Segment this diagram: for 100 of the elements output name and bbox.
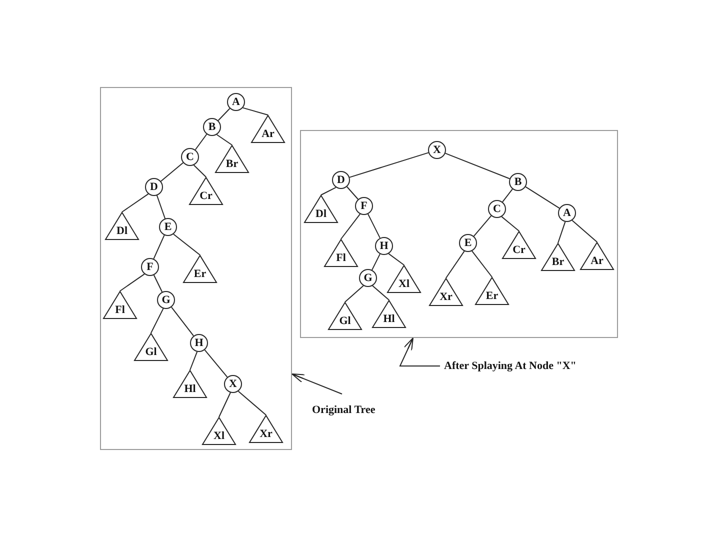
node-label: B (208, 122, 216, 132)
subtree-label: Fl (114, 305, 126, 316)
subtree-triangle (304, 195, 338, 223)
leader-arrow (292, 374, 342, 394)
subtree-label: Ar (590, 256, 604, 267)
panel-frame (100, 87, 292, 450)
tree-branch (216, 134, 232, 146)
subtree-triangle (541, 243, 575, 271)
tree-branch (372, 254, 380, 270)
subtree-triangle (475, 277, 509, 305)
subtree-triangle (103, 291, 137, 319)
tree-node-circle (355, 197, 373, 215)
subtree-triangle (387, 265, 421, 293)
subtree-triangle (189, 177, 223, 205)
node-label: X (229, 378, 237, 390)
tree-branch (193, 164, 206, 178)
subtree-label: Gl (338, 316, 352, 327)
node-label: E (464, 238, 472, 248)
subtree-triangle (429, 278, 463, 306)
node-label: G (162, 294, 170, 306)
node-label: H (194, 338, 204, 348)
subtree-triangle (324, 239, 358, 267)
panel-frame (300, 130, 618, 338)
subtree-triangle (202, 417, 236, 445)
subtree-label: Br (550, 257, 566, 268)
tree-branch (344, 285, 364, 302)
tree-node-circle (227, 93, 245, 111)
tree-node-circle (157, 291, 175, 309)
tree-node-circle (488, 200, 506, 218)
node-label: D (337, 174, 345, 186)
subtree-label: Cr (512, 245, 526, 256)
subtree-triangle (502, 231, 536, 259)
subtree-label: Gl (144, 347, 158, 358)
tree-node-circle (145, 178, 163, 196)
tree-branch (190, 351, 198, 370)
subtree-label: Hl (382, 314, 396, 325)
subtree-triangle (372, 300, 406, 328)
subtree-triangle (251, 115, 285, 143)
subtree-label: Er (192, 269, 208, 280)
tree-branch (372, 285, 390, 300)
tree-node-circle (159, 218, 177, 236)
subtree-triangle (105, 212, 139, 240)
tree-branch (444, 152, 510, 180)
subtree-triangle (215, 145, 249, 173)
subtree-label: Xr (258, 429, 274, 440)
caption-text: Original Tree (312, 404, 376, 416)
tree-branch (156, 195, 166, 219)
tree-branch (218, 108, 230, 121)
subtree-triangle (249, 415, 283, 443)
tree-branch (172, 234, 200, 256)
tree-node-circle (203, 118, 221, 136)
tree-node-circle (428, 141, 446, 159)
subtree-label: Dl (116, 226, 128, 237)
tree-branch (194, 134, 208, 150)
tree-branch (388, 253, 404, 266)
tree-branch (218, 392, 231, 418)
subtree-label: Xr (438, 292, 454, 303)
subtree-label: Hl (183, 384, 197, 395)
subtree-label: Cr (198, 191, 214, 202)
tree-node-circle (558, 204, 576, 222)
tree-branch (238, 390, 266, 416)
node-label: D (150, 182, 158, 192)
tree-node-circle (509, 173, 527, 191)
node-label: H (380, 240, 388, 252)
tree-branch (122, 193, 149, 212)
subtree-label: Xl (212, 431, 226, 442)
node-label: C (493, 204, 501, 214)
node-label: C (186, 152, 194, 162)
tree-branch (572, 220, 598, 242)
tree-node-circle (459, 234, 477, 252)
subtree-triangle (173, 370, 207, 398)
node-label: B (514, 176, 522, 188)
tree-node-circle (181, 148, 199, 166)
tree-branch (349, 152, 429, 178)
node-label: G (364, 272, 372, 284)
tree-branch (340, 214, 361, 240)
subtree-triangle (134, 333, 168, 361)
node-label: F (146, 262, 154, 272)
node-label: A (563, 208, 571, 218)
tree-branch (153, 274, 163, 292)
tree-node-circle (190, 334, 208, 352)
tree-branch (501, 216, 520, 232)
tree-branch (446, 250, 465, 278)
tree-node-circle (224, 375, 242, 393)
tree-branch (558, 221, 566, 244)
tree-branch (525, 186, 560, 209)
subtree-label: Xl (398, 279, 410, 290)
subtree-label: Fl (335, 253, 347, 264)
tree-branch (502, 188, 513, 202)
tree-branch (472, 250, 492, 278)
tree-branch (160, 162, 184, 182)
tree-node-circle (375, 237, 393, 255)
tree-node-circle (332, 171, 350, 189)
subtree-triangle (580, 242, 614, 270)
subtree-triangle (328, 302, 362, 330)
node-label: E (164, 222, 172, 232)
tree-branch (368, 214, 380, 238)
tree-branch (150, 308, 164, 334)
subtree-label: Dl (314, 209, 328, 220)
subtree-label: Er (484, 291, 500, 302)
